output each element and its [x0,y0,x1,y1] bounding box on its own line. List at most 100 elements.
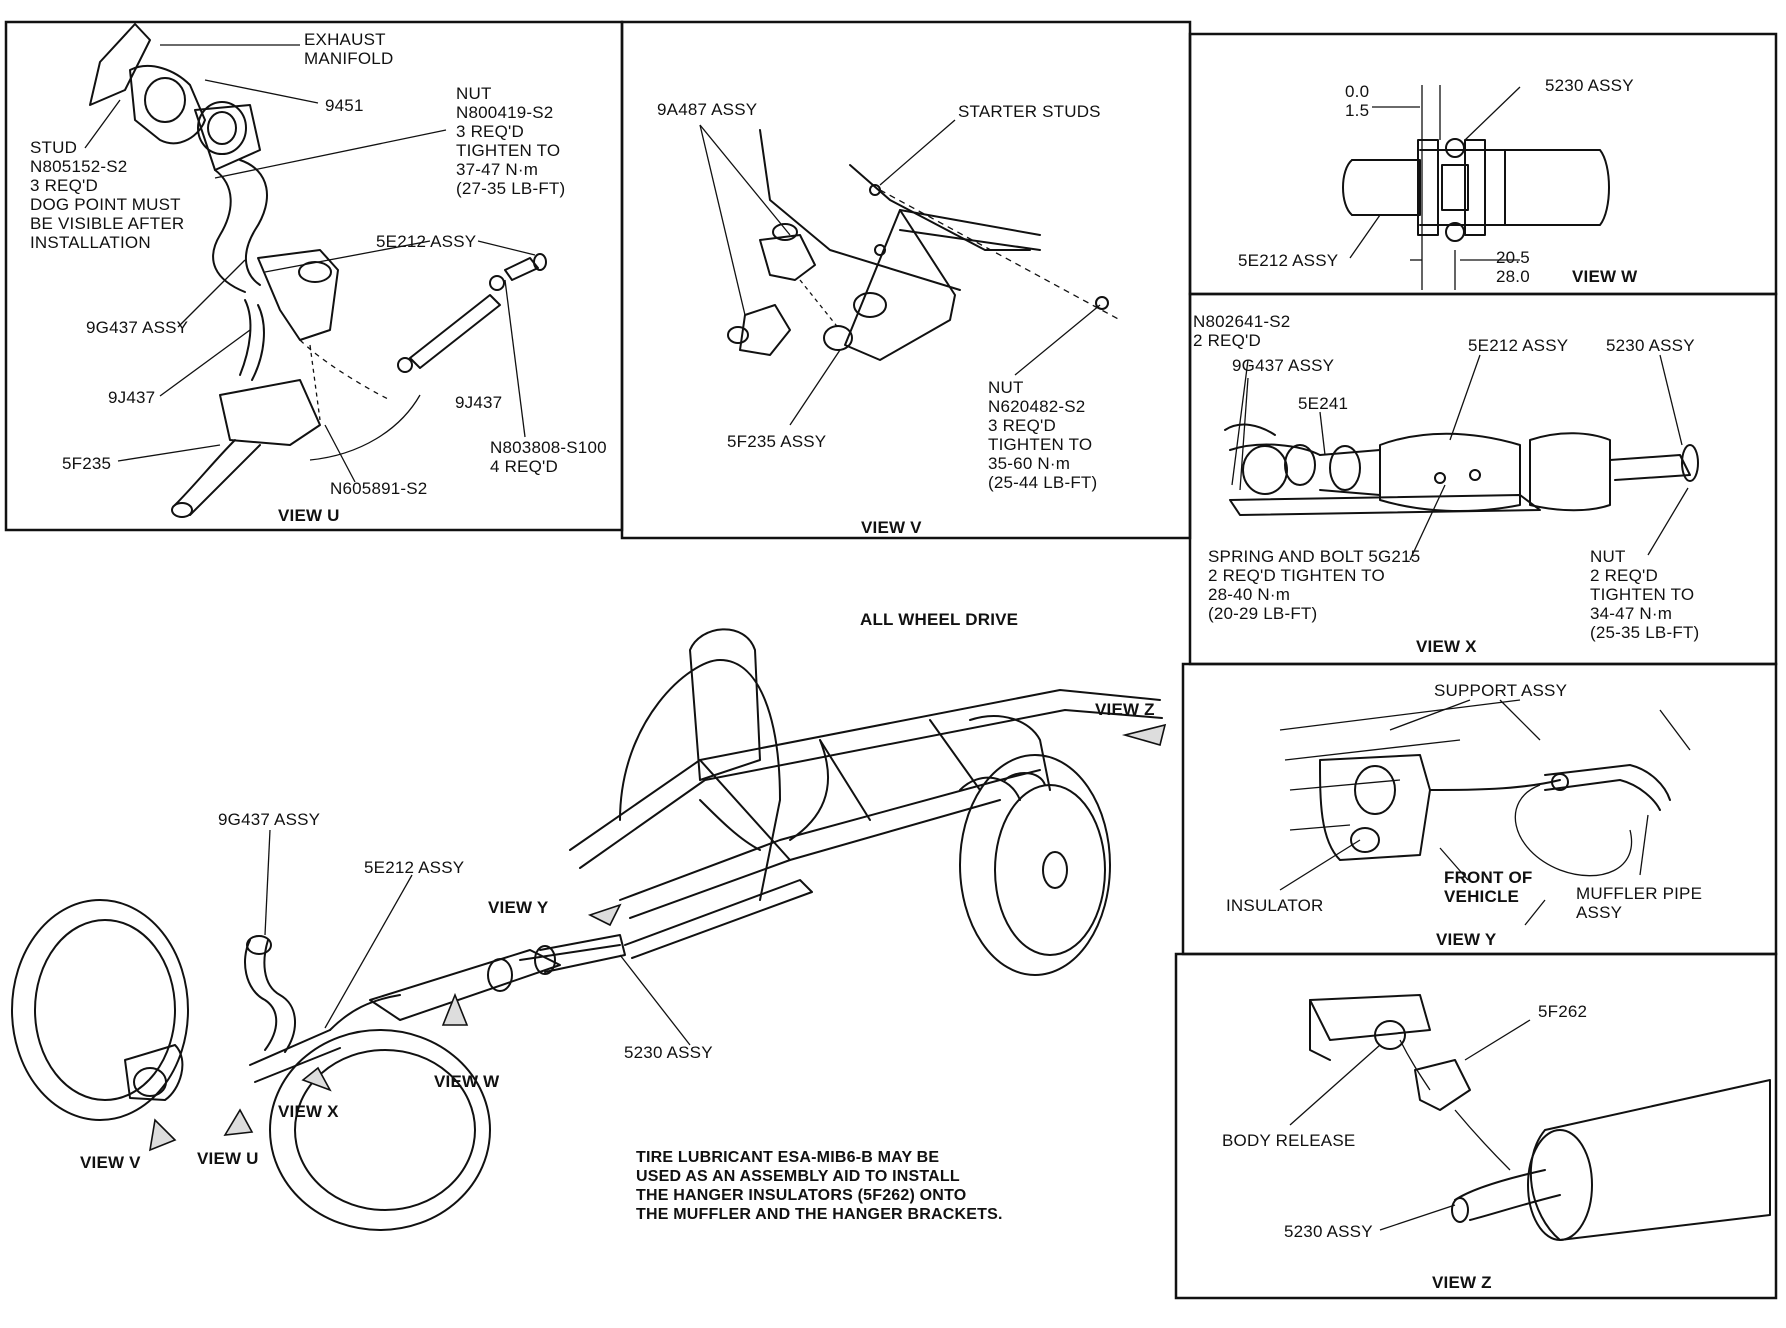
label-line: (20-29 LB-FT) [1208,604,1318,623]
label-n605891: N605891-S2 [330,479,428,498]
label-nut-n620482: NUT N620482-S2 3 REQ'D TIGHTEN TO 35-60 … [988,378,1097,492]
label-9451: 9451 [325,96,364,115]
note-line: THE MUFFLER AND THE HANGER BRACKETS. [636,1206,1003,1223]
label-line: 20.5 [1496,248,1530,267]
label-line: 2 REQ'D [1193,331,1261,350]
label-5e212-assy-x: 5E212 ASSY [1468,336,1569,355]
note-line: TIRE LUBRICANT ESA-MIB6-B MAY BE [636,1149,940,1166]
label-5e241: 5E241 [1298,394,1349,413]
label-line: BE VISIBLE AFTER [30,214,185,233]
view-u-caption: VIEW U [278,506,340,525]
label-5f235-assy-v: 5F235 ASSY [727,432,827,451]
label-5e212-assy-main: 5E212 ASSY [364,858,465,877]
label-line: TIGHTEN TO [1590,585,1695,604]
label-view-z-main: VIEW Z [1095,700,1155,719]
label-5230-assy-main: 5230 ASSY [624,1043,713,1062]
label-9g437-assy-u: 9G437 ASSY [86,318,189,337]
label-9g437-assy-main: 9G437 ASSY [218,810,321,829]
label-5e212-assy-w: 5E212 ASSY [1238,251,1339,270]
label-5f235-u: 5F235 [62,454,112,473]
label-front-of-vehicle: FRONT OF VEHICLE [1444,868,1532,906]
note-line: USED AS AN ASSEMBLY AID TO INSTALL [636,1168,960,1185]
label-gap-top: 0.0 1.5 [1345,82,1369,120]
label-line: NUT [456,84,492,103]
label-line: 2 REQ'D [1590,566,1658,585]
label-line: 1.5 [1345,101,1370,120]
label-9j437-right: 9J437 [455,393,503,412]
label-line: (25-35 LB-FT) [1590,623,1700,642]
label-line: 28-40 N·m [1208,585,1291,604]
label-line: 34-47 N·m [1590,604,1673,623]
label-support-assy: SUPPORT ASSY [1434,681,1568,700]
label-stud-n805152: STUD N805152-S2 3 REQ'D DOG POINT MUST B… [30,138,184,252]
view-z-caption: VIEW Z [1432,1273,1492,1292]
label-line: 28.0 [1496,267,1530,286]
label-line: (27-35 LB-FT) [456,179,566,198]
label-line: SPRING AND BOLT 5G215 [1208,547,1421,566]
leader-lines [84,44,1689,1231]
view-y-drawing [1279,699,1691,877]
label-line: MUFFLER PIPE [1576,884,1703,903]
label-line: TIGHTEN TO [456,141,561,160]
label-5230-assy-x: 5230 ASSY [1606,336,1695,355]
label-n802641: N802641-S2 2 REQ'D [1193,312,1290,350]
label-line: 3 REQ'D [988,416,1056,435]
label-gap-bottom: 20.5 28.0 [1496,248,1530,286]
view-v-drawing [727,129,1121,361]
label-spring-and-bolt: SPRING AND BOLT 5G215 2 REQ'D TIGHTEN TO… [1208,547,1420,623]
label-n803808: N803808-S100 4 REQ'D [490,438,607,476]
label-line: (25-44 LB-FT) [988,473,1098,492]
label-5f262: 5F262 [1538,1002,1588,1021]
label-line: 4 REQ'D [490,457,558,476]
label-starter-studs: STARTER STUDS [958,102,1101,121]
view-w-drawing [1342,85,1610,290]
label-line: EXHAUST [304,30,386,49]
label-line: 37-47 N·m [456,160,539,179]
label-9g437-assy-x: 9G437 ASSY [1232,356,1335,375]
main-title: ALL WHEEL DRIVE [860,610,1019,629]
label-line: N802641-S2 [1193,312,1291,331]
label-line: TIGHTEN TO [988,435,1093,454]
note-line: THE HANGER INSULATORS (5F262) ONTO [636,1187,967,1204]
label-5230-assy-w: 5230 ASSY [1545,76,1634,95]
label-view-x-main: VIEW X [278,1102,339,1121]
label-nut-view-x: NUT 2 REQ'D TIGHTEN TO 34-47 N·m (25-35 … [1590,547,1699,642]
label-body-release: BODY RELEASE [1222,1131,1356,1150]
label-9a487-assy: 9A487 ASSY [657,100,758,119]
view-x-drawing [1224,423,1699,516]
view-arrows [148,723,1167,1152]
label-line: 0.0 [1345,82,1370,101]
label-view-v-main: VIEW V [80,1153,141,1172]
label-line: N805152-S2 [30,157,128,176]
label-line: 35-60 N·m [988,454,1071,473]
label-line: NUT [1590,547,1626,566]
label-5e212-assy-u: 5E212 ASSY [376,232,477,251]
label-view-u-main: VIEW U [197,1149,259,1168]
label-9j437-left: 9J437 [108,388,156,407]
label-line: FRONT OF [1444,868,1533,887]
label-line: VEHICLE [1444,887,1520,906]
view-u-drawing [89,23,547,518]
label-line: MANIFOLD [304,49,394,68]
view-w-caption: VIEW W [1572,267,1638,286]
main-vehicle-drawing [11,628,1163,1231]
label-line: DOG POINT MUST [30,195,181,214]
view-v-caption: VIEW V [861,518,922,537]
view-z-frame [1174,952,1778,1300]
label-muffler-pipe-assy: MUFFLER PIPE ASSY [1576,884,1702,922]
label-line: 3 REQ'D [456,122,524,141]
label-line: N620482-S2 [988,397,1086,416]
label-line: N800419-S2 [456,103,554,122]
label-line: STUD [30,138,78,157]
view-y-caption: VIEW Y [1436,930,1497,949]
label-line: 2 REQ'D TIGHTEN TO [1208,566,1385,585]
label-view-y-main: VIEW Y [488,898,549,917]
label-line: 3 REQ'D [30,176,98,195]
label-line: N803808-S100 [490,438,607,457]
label-line: INSTALLATION [30,233,151,252]
label-line: NUT [988,378,1024,397]
label-5230-assy-z: 5230 ASSY [1284,1222,1373,1241]
label-line: ASSY [1576,903,1623,922]
